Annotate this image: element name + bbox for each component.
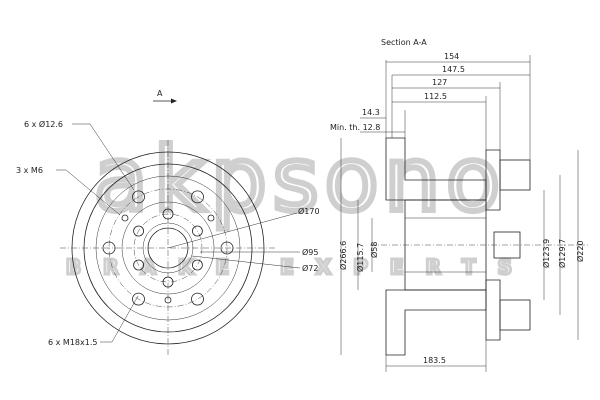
dim-112-5: 112.5 bbox=[424, 92, 447, 101]
leader-small-holes bbox=[56, 169, 121, 216]
threaded-hole bbox=[191, 259, 203, 271]
pcd-72-label: Ø72 bbox=[302, 263, 318, 273]
section-hub-lower bbox=[485, 279, 501, 341]
section-flange-upper bbox=[499, 159, 531, 191]
section-rim-lower bbox=[385, 289, 487, 356]
small-hole bbox=[121, 214, 129, 222]
dia-266-6: Ø266.6 bbox=[338, 241, 348, 270]
threaded-hole bbox=[133, 259, 145, 271]
front-view: A bbox=[16, 89, 320, 356]
dim-14-3: 14.3 bbox=[362, 108, 380, 117]
dim-127: 127 bbox=[432, 78, 447, 87]
bolt-hole bbox=[132, 190, 145, 204]
bolt-hole bbox=[220, 241, 234, 255]
bolt-holes-label: 6 x Ø12.6 bbox=[24, 119, 63, 129]
section-title: Section A-A bbox=[381, 38, 427, 47]
dim-154: 154 bbox=[444, 52, 459, 61]
small-holes bbox=[121, 214, 215, 304]
bolt-hole bbox=[102, 241, 116, 255]
threaded-hole bbox=[162, 276, 174, 288]
dim-min-thickness: Min. th. 12.8 bbox=[330, 123, 380, 132]
section-hub-upper bbox=[485, 149, 501, 211]
small-hole bbox=[164, 296, 172, 304]
threaded-hole bbox=[162, 208, 174, 220]
dia-220: Ø220 bbox=[575, 240, 585, 262]
threaded-holes-label: 6 x M18x1.5 bbox=[48, 338, 97, 347]
bolt-hole bbox=[132, 292, 145, 306]
leader-pcd-170 bbox=[167, 212, 298, 249]
dimension-lines-right bbox=[543, 150, 579, 340]
view-marker-label: A bbox=[157, 89, 163, 98]
section-flange-lower bbox=[499, 299, 531, 331]
leader-threaded-holes bbox=[100, 295, 139, 343]
bolt-hole bbox=[191, 292, 204, 306]
dia-58: Ø58 bbox=[369, 242, 379, 258]
dimension-lines-top bbox=[360, 55, 531, 160]
leader-pcd-72 bbox=[191, 255, 301, 269]
pcd-170-label: Ø170 bbox=[298, 206, 320, 216]
small-holes-label: 3 x M6 bbox=[16, 166, 43, 175]
dimension-lines-left bbox=[340, 138, 373, 355]
watermark-subtitle: BRAKE EXPERTS bbox=[66, 255, 534, 279]
section-view: Section A-A bbox=[330, 38, 590, 372]
small-hole bbox=[207, 214, 215, 222]
threaded-holes bbox=[133, 208, 203, 288]
dia-129-7: Ø129.7 bbox=[557, 239, 567, 268]
bolt-hole bbox=[191, 190, 204, 204]
threaded-hole bbox=[191, 225, 203, 237]
leader-bolt-holes bbox=[72, 123, 135, 191]
dia-123-9: Ø123.9 bbox=[541, 239, 551, 268]
dia-115-7: Ø115.7 bbox=[355, 243, 365, 272]
dim-147-5: 147.5 bbox=[442, 65, 465, 74]
view-marker-a: A bbox=[153, 89, 177, 104]
bolt-holes bbox=[102, 190, 234, 306]
pcd-95-label: Ø95 bbox=[302, 247, 318, 257]
watermark-brand: akpsono bbox=[94, 128, 506, 231]
watermark: akpsono BRAKE EXPERTS bbox=[64, 125, 534, 281]
dim-183-5: 183.5 bbox=[423, 356, 446, 365]
threaded-hole bbox=[133, 225, 145, 237]
